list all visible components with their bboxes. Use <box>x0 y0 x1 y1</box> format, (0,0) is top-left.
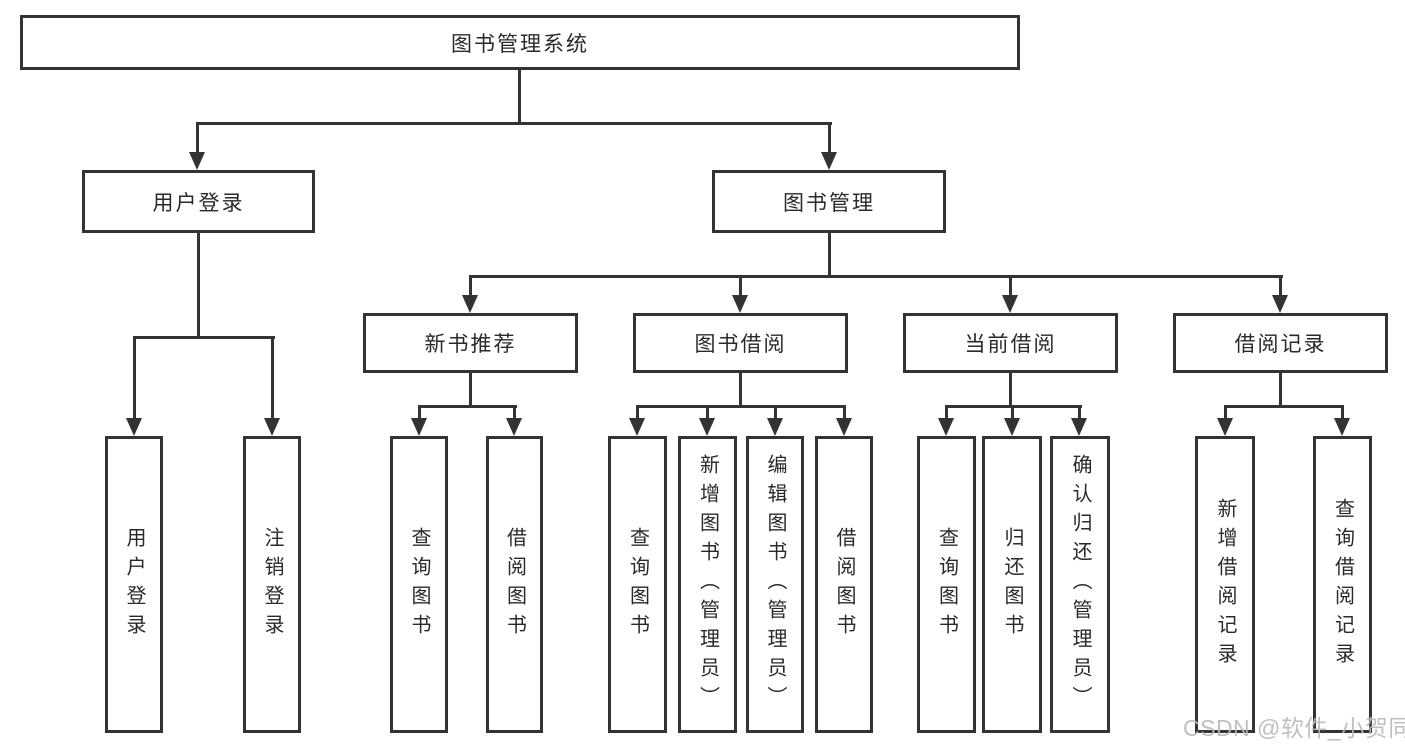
connector-line <box>945 405 948 419</box>
arrow-down-icon <box>126 418 142 436</box>
connector-line <box>828 122 831 153</box>
arrow-down-icon <box>411 418 427 436</box>
arrow-down-icon <box>732 295 748 313</box>
leaf-label: 用户登录 <box>123 526 145 643</box>
connector-line <box>1011 405 1014 419</box>
arrow-down-icon <box>1272 295 1288 313</box>
connector-line <box>1341 405 1344 419</box>
leaf-label: 确认归还（管理员） <box>1069 454 1091 715</box>
connector-line <box>271 336 274 419</box>
connector-line <box>197 233 200 339</box>
leaf-label: 查询图书 <box>626 526 649 643</box>
connector-line <box>1279 275 1282 297</box>
leaf-label: 新增图书（管理员） <box>696 454 719 715</box>
leaf-label: 注销登录 <box>261 526 283 643</box>
node-new-book-recommend: 新书推荐 <box>363 313 578 373</box>
node-label: 借阅记录 <box>1234 333 1327 356</box>
node-label: 当前借阅 <box>964 333 1057 356</box>
connector-line <box>513 405 516 419</box>
node-label: 新书推荐 <box>424 333 517 356</box>
connector-line <box>739 373 742 408</box>
connector-line <box>133 336 275 339</box>
leaf-borrow-books-recommend: 借阅图书 <box>486 436 543 733</box>
arrow-down-icon <box>938 418 954 436</box>
connector-line <box>418 405 421 419</box>
node-user-login: 用户登录 <box>82 170 315 233</box>
arrow-down-icon <box>836 418 852 436</box>
connector-line <box>636 405 639 419</box>
arrow-down-icon <box>264 418 280 436</box>
node-book-management: 图书管理 <box>712 170 946 233</box>
connector-line <box>469 275 1283 278</box>
connector-line <box>1224 405 1344 408</box>
node-book-borrowing: 图书借阅 <box>633 313 848 373</box>
node-borrow-records: 借阅记录 <box>1173 313 1388 373</box>
connector-line <box>418 405 517 408</box>
leaf-query-books-borrowing: 查询图书 <box>608 436 667 733</box>
leaf-label: 查询借阅记录 <box>1331 497 1354 672</box>
leaf-query-books-recommend: 查询图书 <box>390 436 448 733</box>
leaf-label: 归还图书 <box>1001 526 1023 643</box>
leaf-logout: 注销登录 <box>243 436 301 733</box>
leaf-query-borrow-record: 查询借阅记录 <box>1313 436 1372 733</box>
node-current-borrowing: 当前借阅 <box>903 313 1118 373</box>
leaf-confirm-return-admin: 确认归还（管理员） <box>1050 436 1110 733</box>
node-label: 图书管理 <box>783 191 875 215</box>
arrow-down-icon <box>189 152 205 170</box>
leaf-label: 借阅图书 <box>503 526 526 643</box>
leaf-label: 新增借阅记录 <box>1214 497 1236 672</box>
arrow-down-icon <box>1071 418 1087 436</box>
arrow-down-icon <box>1217 418 1233 436</box>
connector-line <box>518 70 521 122</box>
arrow-down-icon <box>506 418 522 436</box>
connector-line <box>1078 405 1081 419</box>
connector-line <box>739 275 742 297</box>
leaf-add-books-admin: 新增图书（管理员） <box>678 436 737 733</box>
arrow-down-icon <box>821 152 837 170</box>
arrow-down-icon <box>629 418 645 436</box>
arrow-down-icon <box>767 418 783 436</box>
node-label: 图书借阅 <box>694 333 787 356</box>
connector-line <box>1224 405 1227 419</box>
leaf-label: 查询图书 <box>408 526 430 643</box>
connector-line <box>196 122 199 153</box>
connector-line <box>636 405 846 408</box>
arrow-down-icon <box>462 295 478 313</box>
node-root: 图书管理系统 <box>20 15 1020 70</box>
connector-line <box>828 233 831 278</box>
leaf-query-books-current: 查询图书 <box>917 436 976 733</box>
arrow-down-icon <box>1004 418 1020 436</box>
leaf-return-books: 归还图书 <box>982 436 1042 733</box>
arrow-down-icon <box>1002 295 1018 313</box>
leaf-borrow-books: 借阅图书 <box>815 436 873 733</box>
leaf-edit-books-admin: 编辑图书（管理员） <box>746 436 804 733</box>
connector-line <box>196 122 832 125</box>
connector-line <box>469 275 472 297</box>
leaf-label: 借阅图书 <box>833 526 855 643</box>
connector-line <box>1009 275 1012 297</box>
connector-line <box>843 405 846 419</box>
connector-line <box>1279 373 1282 408</box>
arrow-down-icon <box>699 418 715 436</box>
leaf-add-borrow-record: 新增借阅记录 <box>1195 436 1255 733</box>
leaf-user-login: 用户登录 <box>105 436 163 733</box>
watermark: CSDN @软件_小贺同学 <box>1183 715 1405 741</box>
arrow-down-icon <box>1334 418 1350 436</box>
connector-line <box>1009 373 1012 408</box>
leaf-label: 查询图书 <box>935 526 958 643</box>
connector-line <box>774 405 777 419</box>
node-root-label: 图书管理系统 <box>451 32 589 56</box>
connector-line <box>706 405 709 419</box>
node-label: 用户登录 <box>152 191 245 215</box>
connector-line <box>469 373 472 408</box>
leaf-label: 编辑图书（管理员） <box>764 454 786 715</box>
connector-line <box>133 336 136 419</box>
